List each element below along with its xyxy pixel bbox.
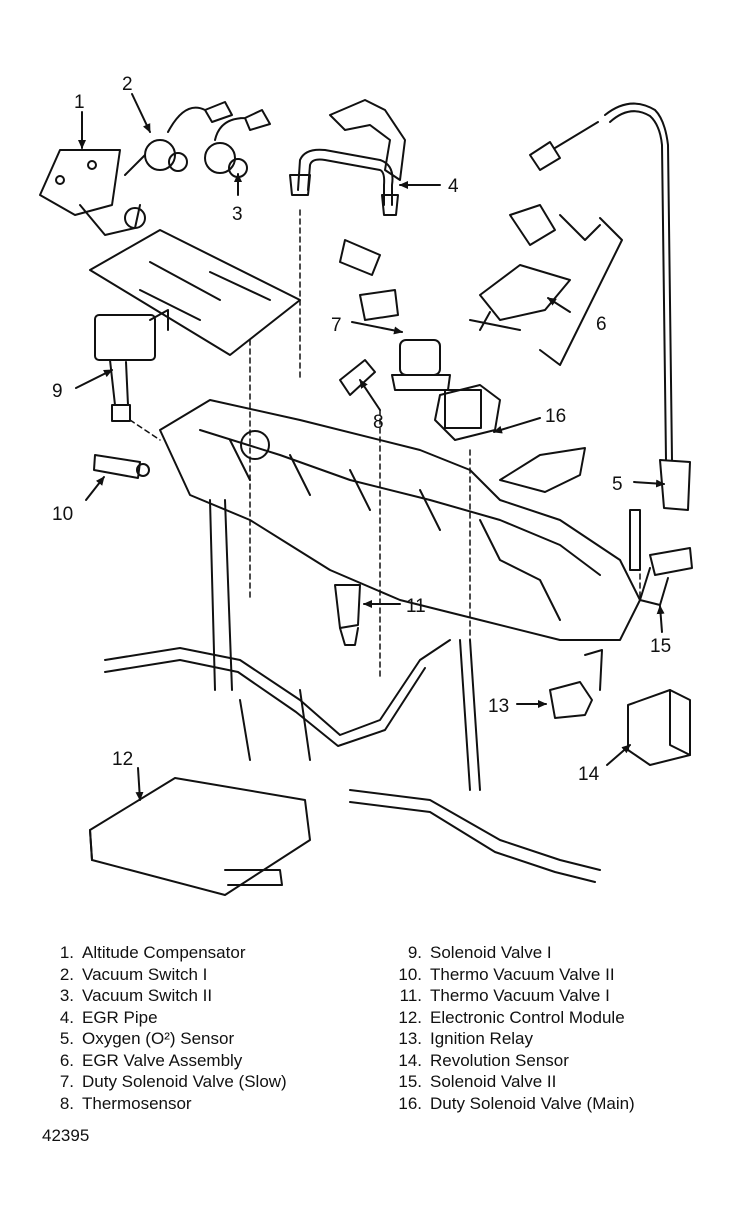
vacuum-switch-1 [124, 101, 233, 176]
legend-item: 10.Thermo Vacuum Valve II [398, 964, 615, 984]
engine-control-diagram: 1 2 3 4 5 6 7 8 9 10 11 12 13 14 15 16 [39, 74, 693, 896]
revolution-sensor [627, 689, 691, 766]
callout-12: 12 [112, 749, 133, 770]
callout-5: 5 [612, 474, 623, 495]
callout-6: 6 [596, 314, 607, 335]
callout-9: 9 [52, 381, 63, 402]
legend-left: 1.Altitude Compensator 2.Vacuum Switch I… [40, 942, 370, 1114]
callout-16: 16 [545, 406, 566, 427]
oxygen-sensor [529, 102, 691, 511]
legend-item: 2.Vacuum Switch I [59, 964, 208, 984]
thermo-vacuum-valve-1 [334, 584, 361, 646]
legend-item: 5.Oxygen (O²) Sensor [59, 1029, 235, 1048]
wiring-harness [104, 499, 601, 883]
legend-item: 12.Electronic Control Module [398, 1007, 625, 1027]
figure-code: 42395 [42, 1126, 90, 1145]
callout-2: 2 [122, 74, 133, 95]
ignition-relay [549, 649, 603, 719]
callout-13: 13 [488, 696, 509, 717]
legend-item: 11.Thermo Vacuum Valve I [399, 986, 610, 1005]
altitude-compensator [39, 149, 146, 236]
legend-item: 15.Solenoid Valve II [398, 1072, 557, 1091]
callout-4: 4 [448, 176, 459, 197]
callout-10: 10 [52, 504, 73, 525]
legend-item: 3.Vacuum Switch II [59, 986, 213, 1005]
callout-1: 1 [74, 92, 85, 113]
legend-item: 14.Revolution Sensor [398, 1050, 569, 1070]
legend-item: 1.Altitude Compensator [59, 943, 246, 962]
egr-valve-assembly [469, 204, 623, 366]
duty-solenoid-main [444, 389, 482, 429]
callout-3: 3 [232, 204, 243, 225]
thermo-vacuum-valve-2 [93, 454, 150, 479]
egr-pipe [289, 99, 406, 216]
legend-item: 7.Duty Solenoid Valve (Slow) [59, 1072, 287, 1091]
legend-item: 4.EGR Pipe [59, 1007, 158, 1027]
callout-14: 14 [578, 764, 600, 785]
callout-7: 7 [331, 315, 342, 336]
legend-item: 9.Solenoid Valve I [407, 943, 552, 962]
callout-11: 11 [406, 596, 426, 617]
legend-item: 13.Ignition Relay [398, 1029, 534, 1048]
electronic-control-module [89, 777, 311, 896]
solenoid-valve-1 [94, 309, 169, 422]
callout-8: 8 [373, 412, 384, 433]
intake-manifold [159, 384, 641, 641]
thermosensor [339, 359, 376, 396]
legend-item: 8.Thermosensor [59, 1093, 192, 1113]
vacuum-switch-2 [204, 109, 271, 178]
legend-item: 16.Duty Solenoid Valve (Main) [398, 1093, 635, 1113]
callout-15: 15 [650, 636, 671, 657]
legend-item: 6.EGR Valve Assembly [59, 1050, 243, 1070]
legend-right: 9.Solenoid Valve I 10.Thermo Vacuum Valv… [388, 942, 718, 1114]
